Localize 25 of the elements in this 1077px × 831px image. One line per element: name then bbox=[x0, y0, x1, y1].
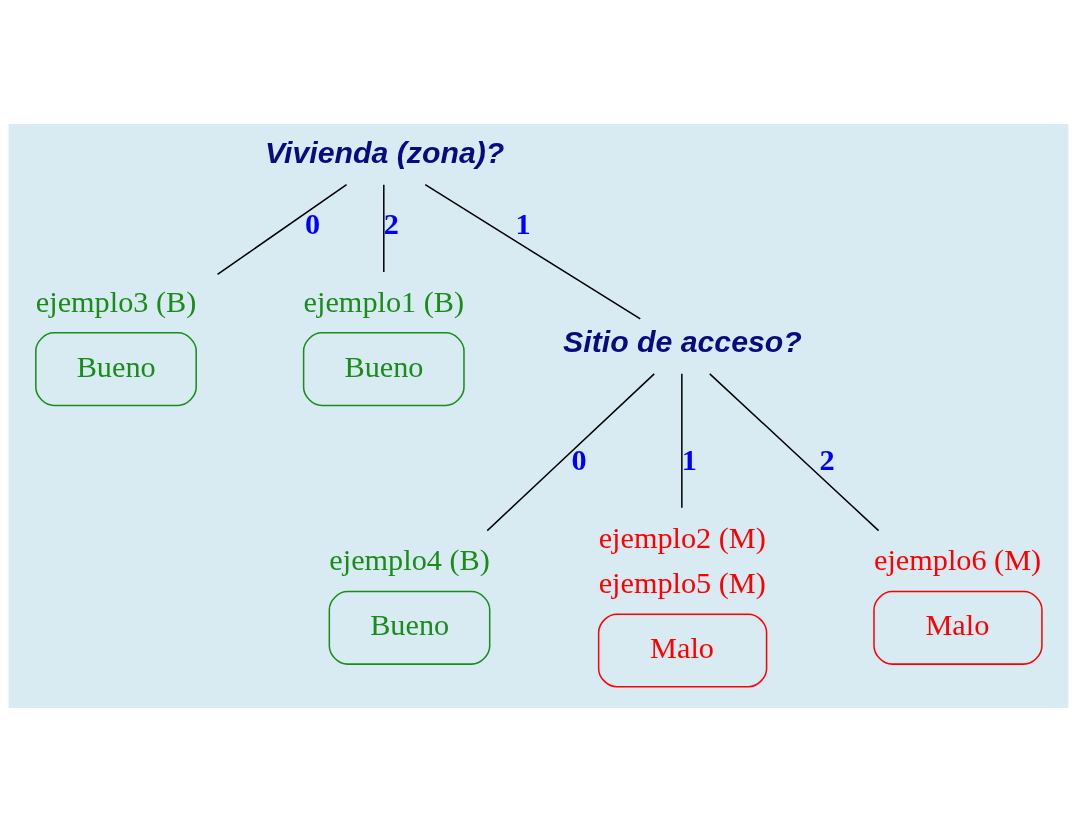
connector bbox=[383, 183, 385, 273]
edge-label: 0 bbox=[571, 442, 587, 477]
connector bbox=[709, 372, 880, 531]
edge-label: 2 bbox=[819, 442, 835, 477]
node-box: Bueno bbox=[35, 331, 197, 406]
edge-label: 1 bbox=[515, 206, 531, 241]
node-label: ejemplo5 (M) bbox=[598, 565, 766, 600]
node-label: ejemplo3 (B) bbox=[35, 284, 197, 319]
edge-label: 1 bbox=[681, 442, 697, 477]
connector bbox=[681, 372, 683, 509]
node-label: ejemplo1 (B) bbox=[303, 284, 465, 319]
connector bbox=[424, 183, 642, 320]
node-box: Bueno bbox=[328, 590, 491, 665]
node-label: ejemplo4 (B) bbox=[329, 542, 490, 577]
node-text: Sitio de acceso? bbox=[563, 324, 802, 358]
node-text: Vivienda (zona)? bbox=[265, 135, 505, 169]
edge-label: 0 bbox=[305, 206, 321, 241]
connector bbox=[486, 372, 655, 531]
connector bbox=[216, 183, 348, 275]
edge-label: 2 bbox=[383, 206, 399, 241]
node-box: Malo bbox=[597, 612, 768, 688]
node-label: ejemplo2 (M) bbox=[598, 520, 766, 555]
node-label: ejemplo6 (M) bbox=[874, 542, 1042, 577]
node-box: Bueno bbox=[302, 331, 465, 406]
node-box: Malo bbox=[873, 590, 1043, 665]
